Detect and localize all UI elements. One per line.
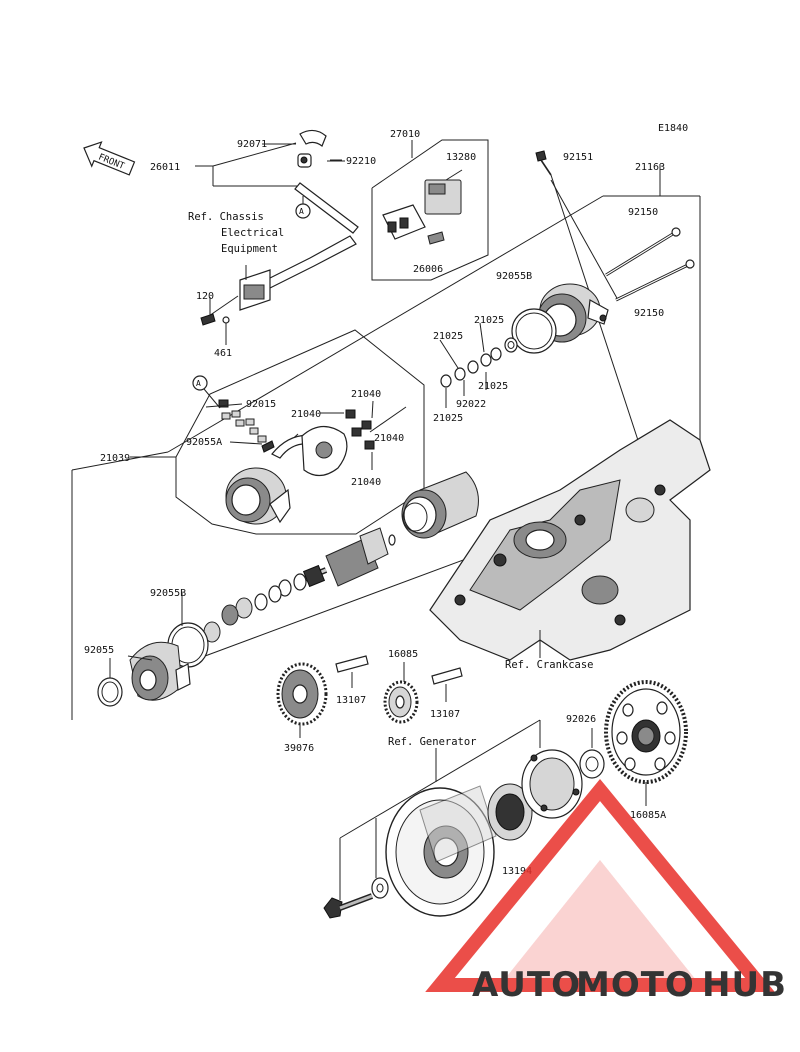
callout-21040-a: 21040	[351, 389, 381, 400]
callout-21163: 21163	[635, 162, 665, 173]
starter-gear-16085A	[604, 680, 688, 806]
yoke-end-ring	[225, 467, 291, 525]
watermark-part3: HUB	[702, 965, 787, 1005]
shafts-13107	[335, 655, 463, 702]
idle-gear-39076	[276, 662, 328, 738]
callout-92015: 92015	[246, 399, 276, 410]
watermark-part2: MOTO	[576, 965, 695, 1005]
lead-wire-assembly: A	[195, 129, 359, 297]
callout-92150-bottom: 92150	[634, 308, 664, 319]
rotor	[385, 785, 497, 917]
reference-labels: Ref. Chassis Electrical Equipment Ref. C…	[188, 211, 594, 748]
long-bolt-92151	[535, 150, 652, 481]
armature	[300, 527, 396, 588]
callout-13107-a: 13107	[336, 695, 366, 706]
callout-26011: 26011	[150, 162, 180, 173]
washer-92026	[579, 728, 605, 779]
callout-21025-b: 21025	[433, 331, 463, 342]
callout-13107-b: 13107	[430, 709, 460, 720]
gear-16085	[383, 662, 419, 724]
brushes-and-springs: A	[192, 375, 407, 477]
watermark-part1: AUTO	[472, 965, 581, 1005]
callout-21025-c: 21025	[478, 381, 508, 392]
callout-21025-d: 21025	[433, 413, 463, 424]
callout-27010: 27010	[390, 129, 420, 140]
crankcase	[429, 419, 711, 661]
marker-a-left: A	[196, 379, 201, 388]
callout-92055: 92055	[84, 645, 114, 656]
callout-92026: 92026	[566, 714, 596, 725]
callout-120: 120	[196, 291, 214, 302]
callout-92055B-top: 92055B	[496, 271, 532, 282]
callout-92151: 92151	[563, 152, 593, 163]
callout-21025-a: 21025	[474, 315, 504, 326]
callout-92022: 92022	[456, 399, 486, 410]
callout-16085: 16085	[388, 649, 418, 660]
washer-stack	[439, 322, 518, 408]
callout-92210: 92210	[346, 156, 376, 167]
callout-92071: 92071	[237, 139, 267, 150]
chassis-bracket	[200, 265, 271, 345]
ref-chassis-line3: Equipment	[221, 243, 278, 255]
yoke-body	[401, 471, 479, 539]
callout-21040-b: 21040	[291, 409, 321, 420]
callout-92150-top: 92150	[628, 207, 658, 218]
rotor-bolt	[323, 877, 389, 919]
callout-labels: 26011 92071 92210 27010 13280 26006 9215…	[84, 129, 666, 877]
callout-16085A: 16085A	[630, 810, 666, 821]
front-arrow-icon: FRONT	[83, 141, 136, 176]
callout-21039: 21039	[100, 453, 130, 464]
callout-21040-d: 21040	[351, 477, 381, 488]
through-bolts-92150	[605, 227, 695, 302]
watermark-logo: AUTO MOTO HUB	[425, 778, 787, 1005]
front-cover	[97, 622, 209, 707]
callout-461: 461	[214, 348, 232, 359]
starter-clutch	[487, 749, 583, 841]
rear-cover	[511, 283, 609, 354]
callout-13194: 13194	[502, 866, 532, 877]
callout-39076: 39076	[284, 743, 314, 754]
ref-chassis-line1: Ref. Chassis	[188, 211, 264, 223]
callout-92055A: 92055A	[186, 437, 222, 448]
marker-a-top: A	[299, 207, 304, 216]
generator-bracket	[339, 719, 541, 900]
ref-generator: Ref. Generator	[388, 736, 477, 748]
ref-crankcase: Ref. Crankcase	[505, 659, 594, 671]
diagram-code: E1840	[658, 123, 688, 134]
callout-26006: 26006	[413, 264, 443, 275]
callout-13280: 13280	[446, 152, 476, 163]
ref-chassis-line2: Electrical	[221, 227, 284, 239]
relay-group	[371, 139, 489, 281]
callout-92055B-bottom: 92055B	[150, 588, 186, 599]
callout-21040-c: 21040	[374, 433, 404, 444]
armature-washers	[203, 573, 307, 643]
